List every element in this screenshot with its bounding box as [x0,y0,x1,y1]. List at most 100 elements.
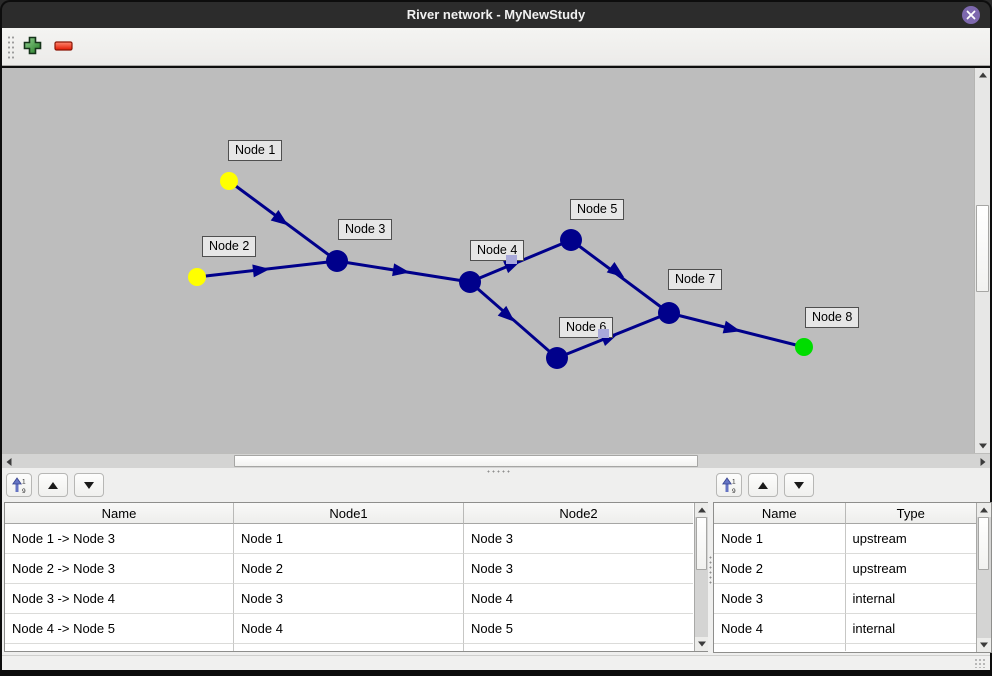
scroll-right-button[interactable] [976,454,990,469]
table-row-partial [714,644,976,651]
canvas-horizontal-scrollbar[interactable] [2,453,990,468]
branch-move-up-button[interactable] [38,473,68,497]
scroll-left-icon [6,457,12,466]
network-node-downstream[interactable] [795,338,813,356]
table-cell[interactable]: upstream [845,554,977,584]
table-cell[interactable]: Node 2 -> Node 3 [5,554,234,584]
scroll-down-button[interactable] [977,638,992,652]
table-cell[interactable]: Node 4 [464,584,693,614]
table-cell[interactable]: Node 4 [234,614,464,644]
node-label[interactable]: Node 7 [668,269,723,290]
up-triangle-icon [758,481,768,489]
edge-arrow-icon [722,320,741,334]
column-header[interactable]: Type [845,503,977,524]
network-node-internal[interactable] [546,347,568,369]
window-title: River network - MyNewStudy [406,7,586,22]
network-node-internal[interactable] [560,229,582,251]
node-move-down-button[interactable] [784,473,814,497]
network-edge[interactable] [570,238,670,315]
svg-text:9: 9 [22,488,26,494]
scroll-up-button[interactable] [975,68,991,82]
close-button[interactable] [962,6,980,24]
table-cell[interactable]: Node 4 [714,614,846,644]
table-cell[interactable]: Node 1 [234,524,464,554]
table-cell[interactable]: upstream [845,524,977,554]
vertical-scroll-thumb[interactable] [978,517,990,570]
node-move-up-button[interactable] [748,473,778,497]
column-header[interactable]: Node1 [234,503,464,524]
table-cell[interactable]: internal [845,584,977,614]
node-table-scrollbar[interactable] [976,503,992,652]
table-cell[interactable]: Node 1 -> Node 3 [5,524,234,554]
network-node-internal[interactable] [326,250,348,272]
node-label[interactable]: Node 3 [338,219,393,240]
add-branch-button[interactable] [21,36,43,58]
scroll-up-button[interactable] [977,503,992,517]
green-plus-icon [23,36,41,55]
node-sort-button[interactable]: 1 9 [716,473,742,497]
vertical-scroll-thumb[interactable] [976,205,989,292]
node-label[interactable]: Node 8 [805,307,860,328]
branch-table-scrollbar[interactable] [694,503,709,651]
node-label[interactable]: Node 2 [202,236,257,257]
branch-sort-button[interactable]: 1 9 [6,473,32,497]
edge-arrow-icon [392,263,410,277]
network-node-upstream[interactable] [188,268,206,286]
table-cell[interactable]: Node 2 [714,554,846,584]
table-cell[interactable]: Node 3 [714,584,846,614]
titlebar[interactable]: River network - MyNewStudy [2,2,990,28]
table-cell[interactable]: Node 1 [714,524,846,554]
scroll-up-button[interactable] [695,503,709,517]
table-cell[interactable]: Node 3 -> Node 4 [5,584,234,614]
column-header[interactable]: Name [5,503,234,524]
scroll-left-button[interactable] [2,454,16,469]
table-cell[interactable]: Node 5 [464,614,693,644]
horizontal-splitter[interactable] [2,468,990,473]
network-node-upstream[interactable] [220,172,238,190]
remove-branch-button[interactable] [53,36,75,58]
close-icon [966,10,976,20]
node-label[interactable]: Node 1 [228,140,283,161]
node-label[interactable]: Node 5 [570,199,625,220]
table-cell[interactable]: internal [845,614,977,644]
vertical-scroll-thumb[interactable] [696,517,707,570]
main-toolbar [2,28,990,66]
horizontal-scroll-thumb[interactable] [234,455,698,467]
toolbar-drag-handle[interactable] [7,35,16,59]
table-cell[interactable]: Node 4 -> Node 5 [5,614,234,644]
edge-arrow-icon [270,210,289,226]
canvas-vertical-scrollbar[interactable] [974,68,990,453]
arrowhead-overlap [506,255,517,264]
table-cell[interactable]: Node 3 [464,524,693,554]
network-node-internal[interactable] [459,271,481,293]
table-cell[interactable]: Node 3 [464,554,693,584]
table-cell[interactable]: Node 2 [234,554,464,584]
branch-move-down-button[interactable] [74,473,104,497]
down-triangle-icon [794,481,804,489]
table-cell[interactable]: Node 3 [234,584,464,614]
network-node-internal[interactable] [658,302,680,324]
red-minus-icon [54,40,73,51]
vertical-splitter[interactable] [708,473,712,655]
column-header[interactable]: Node2 [464,503,693,524]
resize-grip-icon[interactable] [974,658,986,668]
scroll-down-button[interactable] [975,439,991,453]
scroll-down-button[interactable] [695,637,709,651]
down-triangle-icon [84,481,94,489]
column-header[interactable]: Name [714,503,846,524]
scroll-down-icon [698,641,706,647]
arrowhead-overlap [598,329,609,338]
